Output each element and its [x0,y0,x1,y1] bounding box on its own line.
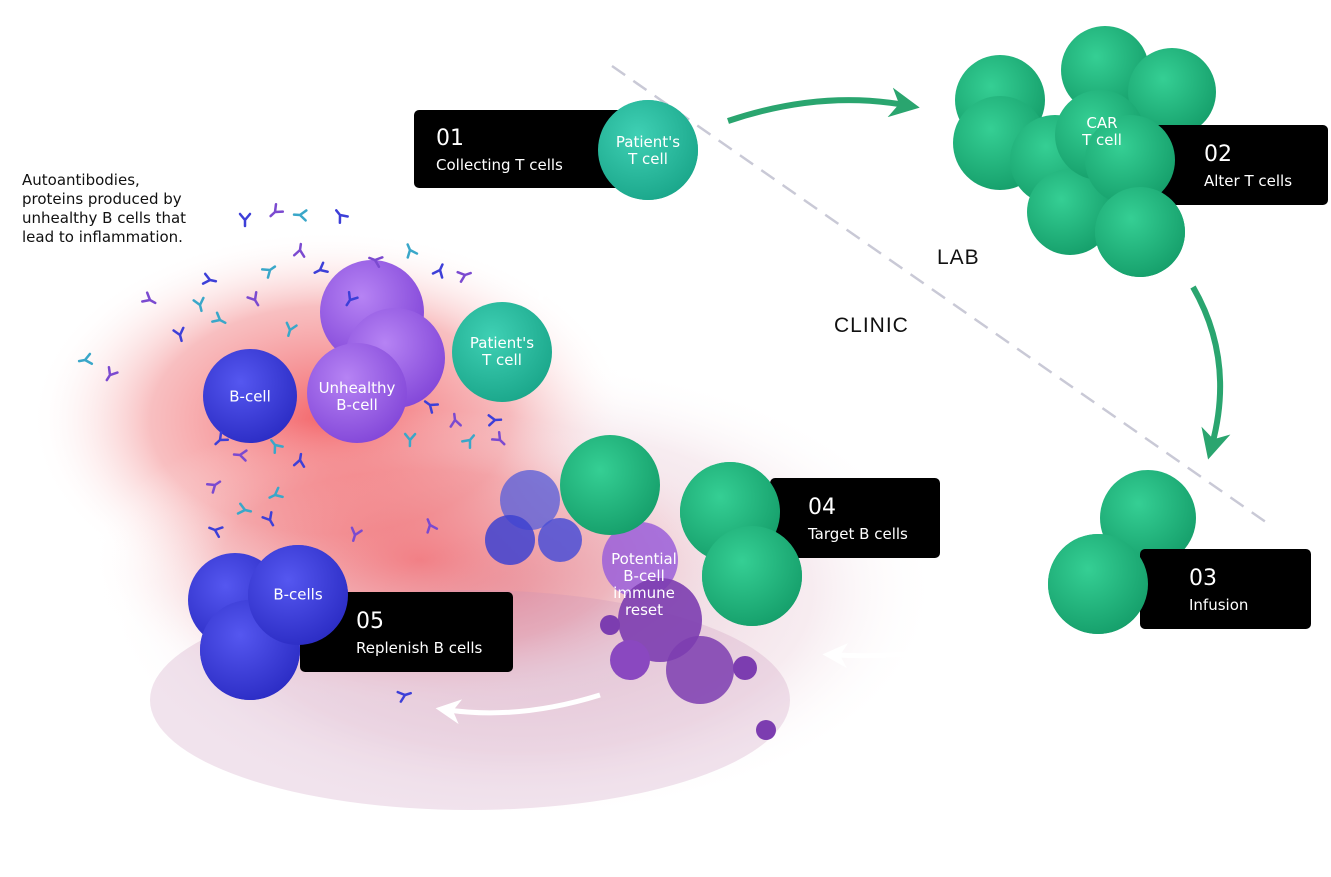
autoantibody [192,296,205,313]
autoantibody [269,203,285,218]
autoantibody [211,311,227,325]
lab-clinic-divider [611,64,1271,527]
autoantibody [292,209,308,222]
b-cell [203,349,297,443]
car-t-cell-label: CAR T cell [1082,114,1122,149]
immune-reset-label: Potential B-cell immune reset [611,550,677,619]
autoantibody [236,502,253,515]
clinic-label: CLINIC [834,314,909,337]
b-cells-label: B-cells [273,585,323,604]
infusion-car-t-cell-2 [1048,534,1148,634]
autoantibody [456,270,472,283]
autoantibody [490,430,506,446]
autoantibody [141,291,157,305]
autoantibodies-note: Autoantibodies, proteins produced by unh… [22,171,187,246]
unhealthy-b-cell-label: Unhealthy B-cell [318,379,396,414]
autoantibody [350,526,363,542]
step-03-box: 03 Infusion [1140,549,1311,629]
autoantibody [368,256,384,269]
autoantibody [292,452,306,468]
autoantibody [172,326,185,343]
autoantibody [208,526,224,539]
step-02-label: Alter T cells [1204,172,1293,190]
autoantibody [232,449,248,462]
step-01-label: Collecting T cells [436,156,563,174]
autoantibody [261,511,275,527]
autoantibody [238,212,252,228]
step-01-number: 01 [436,126,464,151]
autoantibody [77,352,94,366]
step-02-box: 02 Alter T cells [1150,125,1328,205]
autoantibody [406,243,419,259]
patient-t-cell-left [452,302,552,402]
autoantibody [403,432,417,448]
autoantibody [268,486,284,499]
autoantibody [426,518,439,534]
autoantibody [313,261,329,274]
autoantibody [285,321,298,338]
lab-label: LAB [937,246,980,269]
autoantibody [260,265,277,279]
step-05-box: 05 Replenish B cells [300,592,513,672]
step-05-number: 05 [356,609,384,634]
autoantibody [396,690,412,703]
autoantibody [270,439,284,455]
autoantibody [205,480,222,494]
autoantibody [461,434,476,450]
step-02-number: 02 [1204,142,1232,167]
arrow-collect [537,202,610,301]
arrow-step3-to-step4 [822,627,1019,669]
step-04-label: Target B cells [808,525,908,543]
autoantibody [334,209,349,225]
arrow-step4-to-step5 [435,692,601,725]
arrow-step2-to-step3 [1190,285,1231,460]
step-05-label: Replenish B cells [356,639,483,657]
autoantibody [246,291,260,307]
step-03-label: Infusion [1189,596,1249,614]
autoantibody [487,414,503,427]
autoantibodies [77,203,506,703]
autoantibody [292,242,306,258]
autoantibody [431,263,444,279]
step-04-number: 04 [808,495,836,520]
unhealthy-b-cell [307,343,407,443]
patient-t-cell-top-label: Patient's T cell [615,133,681,168]
autoantibody [105,366,119,382]
patient-t-cell-left-label: Patient's T cell [469,334,535,369]
step-03-number: 03 [1189,566,1217,591]
b-cell-label: B-cell [229,387,271,406]
autoantibody [345,290,359,307]
autoantibody [423,400,440,414]
arrow-step1-to-step2 [727,87,920,124]
autoantibody [214,431,230,446]
step-04-box: 04 Target B cells [770,478,940,558]
autoantibody [449,412,462,428]
immune-reset-blob [485,470,776,740]
target-car-t-cell-1 [560,435,660,535]
autoantibody [201,272,218,285]
